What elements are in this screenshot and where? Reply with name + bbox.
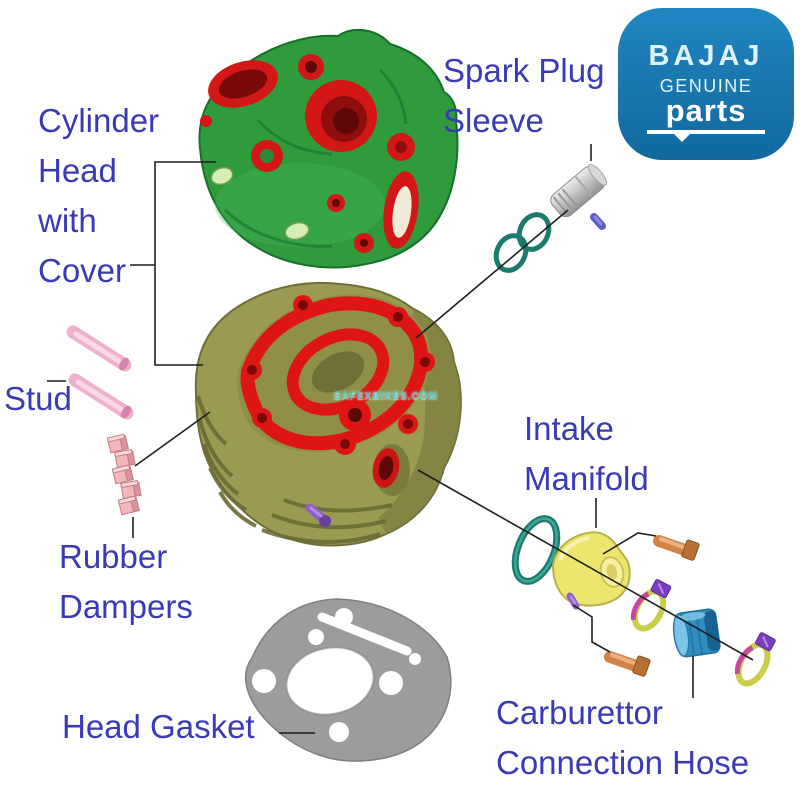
label-intake-manifold: Intake Manifold [524,404,649,504]
label-line: Intake [524,410,614,447]
spark-plug-sleeve-group [493,164,608,273]
gasket-slot [317,612,412,656]
label-spark-plug-sleeve: Spark Plug Sleeve [443,46,604,146]
label-line: Sleeve [443,102,544,139]
head-purple-bolt [305,503,331,527]
label-line: Cylinder [38,102,160,139]
gasket-bolt-holes [252,608,421,742]
manifold-o-ring-highlight [513,517,559,583]
label-carburettor-connection-hose: Carburettor Connection Hose [496,688,749,788]
intake-bolt-lower [604,651,651,677]
sleeve-pin [590,213,606,230]
site-watermark: SAFEXBIKES.COM [334,391,439,402]
gasket-bore-hole [286,647,374,715]
leader-bolt-lower [572,604,611,653]
logo-parts-text: parts [665,93,747,128]
manifold-highlight [558,536,590,561]
hose-clamp-1 [630,579,672,632]
label-stud: Stud [4,374,72,424]
head-right-shade [378,308,461,534]
studs-part [66,325,134,420]
head-cooling-fins [196,395,393,544]
stud-1-end [118,357,130,371]
sleeve-o-ring-2 [516,212,552,252]
logo-genuine-text: GENUINE [659,76,753,96]
leader-sleeve-axis [415,209,569,339]
label-line: Head [38,152,117,189]
label-line: with [38,202,97,239]
logo-brand-text: BAJAJ [648,40,764,72]
stud-2-end [120,405,132,419]
carburettor-connection-hose [672,608,721,658]
cover-bolt-bosses [210,166,310,241]
label-line: Connection Hose [496,744,750,781]
label-line: Carburettor [496,694,663,731]
label-cylinder-head-with-cover: Cylinder Head with Cover [38,96,159,296]
leader-cylinder-head-bracket [130,161,216,366]
label-line: Dampers [59,588,193,625]
spark-plug-sleeve [550,164,608,218]
logo-underline-arrow [647,130,765,141]
sleeve-o-ring-1 [493,233,529,273]
label-line: Rubber [59,538,168,575]
label-line: Head Gasket [62,708,255,745]
stud-1-highlight [73,331,125,366]
leader-manifold-axis [417,469,754,661]
label-line: Cover [38,252,127,289]
head-gasket-part [244,598,452,762]
cylinder-head-part [194,281,462,547]
manifold-small-bolt [566,592,580,610]
label-rubber-dampers: Rubber Dampers [59,532,193,632]
hose-clamp-2 [734,632,776,687]
head-gasket-surface [240,295,435,455]
intake-manifold-group [511,515,776,687]
intake-bolt-upper [653,535,700,561]
leader-lines [47,144,754,734]
label-line: Manifold [524,460,649,497]
cylinder-head-cover-part [198,28,459,269]
label-head-gasket: Head Gasket [62,702,255,752]
head-intake-port-hole [378,456,394,480]
gasket-bore-rim [285,646,375,716]
leader-rubber-dampers [132,411,211,538]
rubber-dampers-part [106,433,142,516]
cover-contours [223,68,408,248]
stud-2-highlight [75,379,127,414]
cover-red-ports [200,54,419,253]
label-line: Spark Plug [443,52,605,89]
manifold-mouth-hole [606,564,618,580]
cover-highlight [215,163,385,247]
bajaj-genuine-parts-logo: BAJAJ GENUINE parts [618,8,794,160]
leader-bolt-upper [602,532,657,555]
label-line: Stud [4,380,72,417]
